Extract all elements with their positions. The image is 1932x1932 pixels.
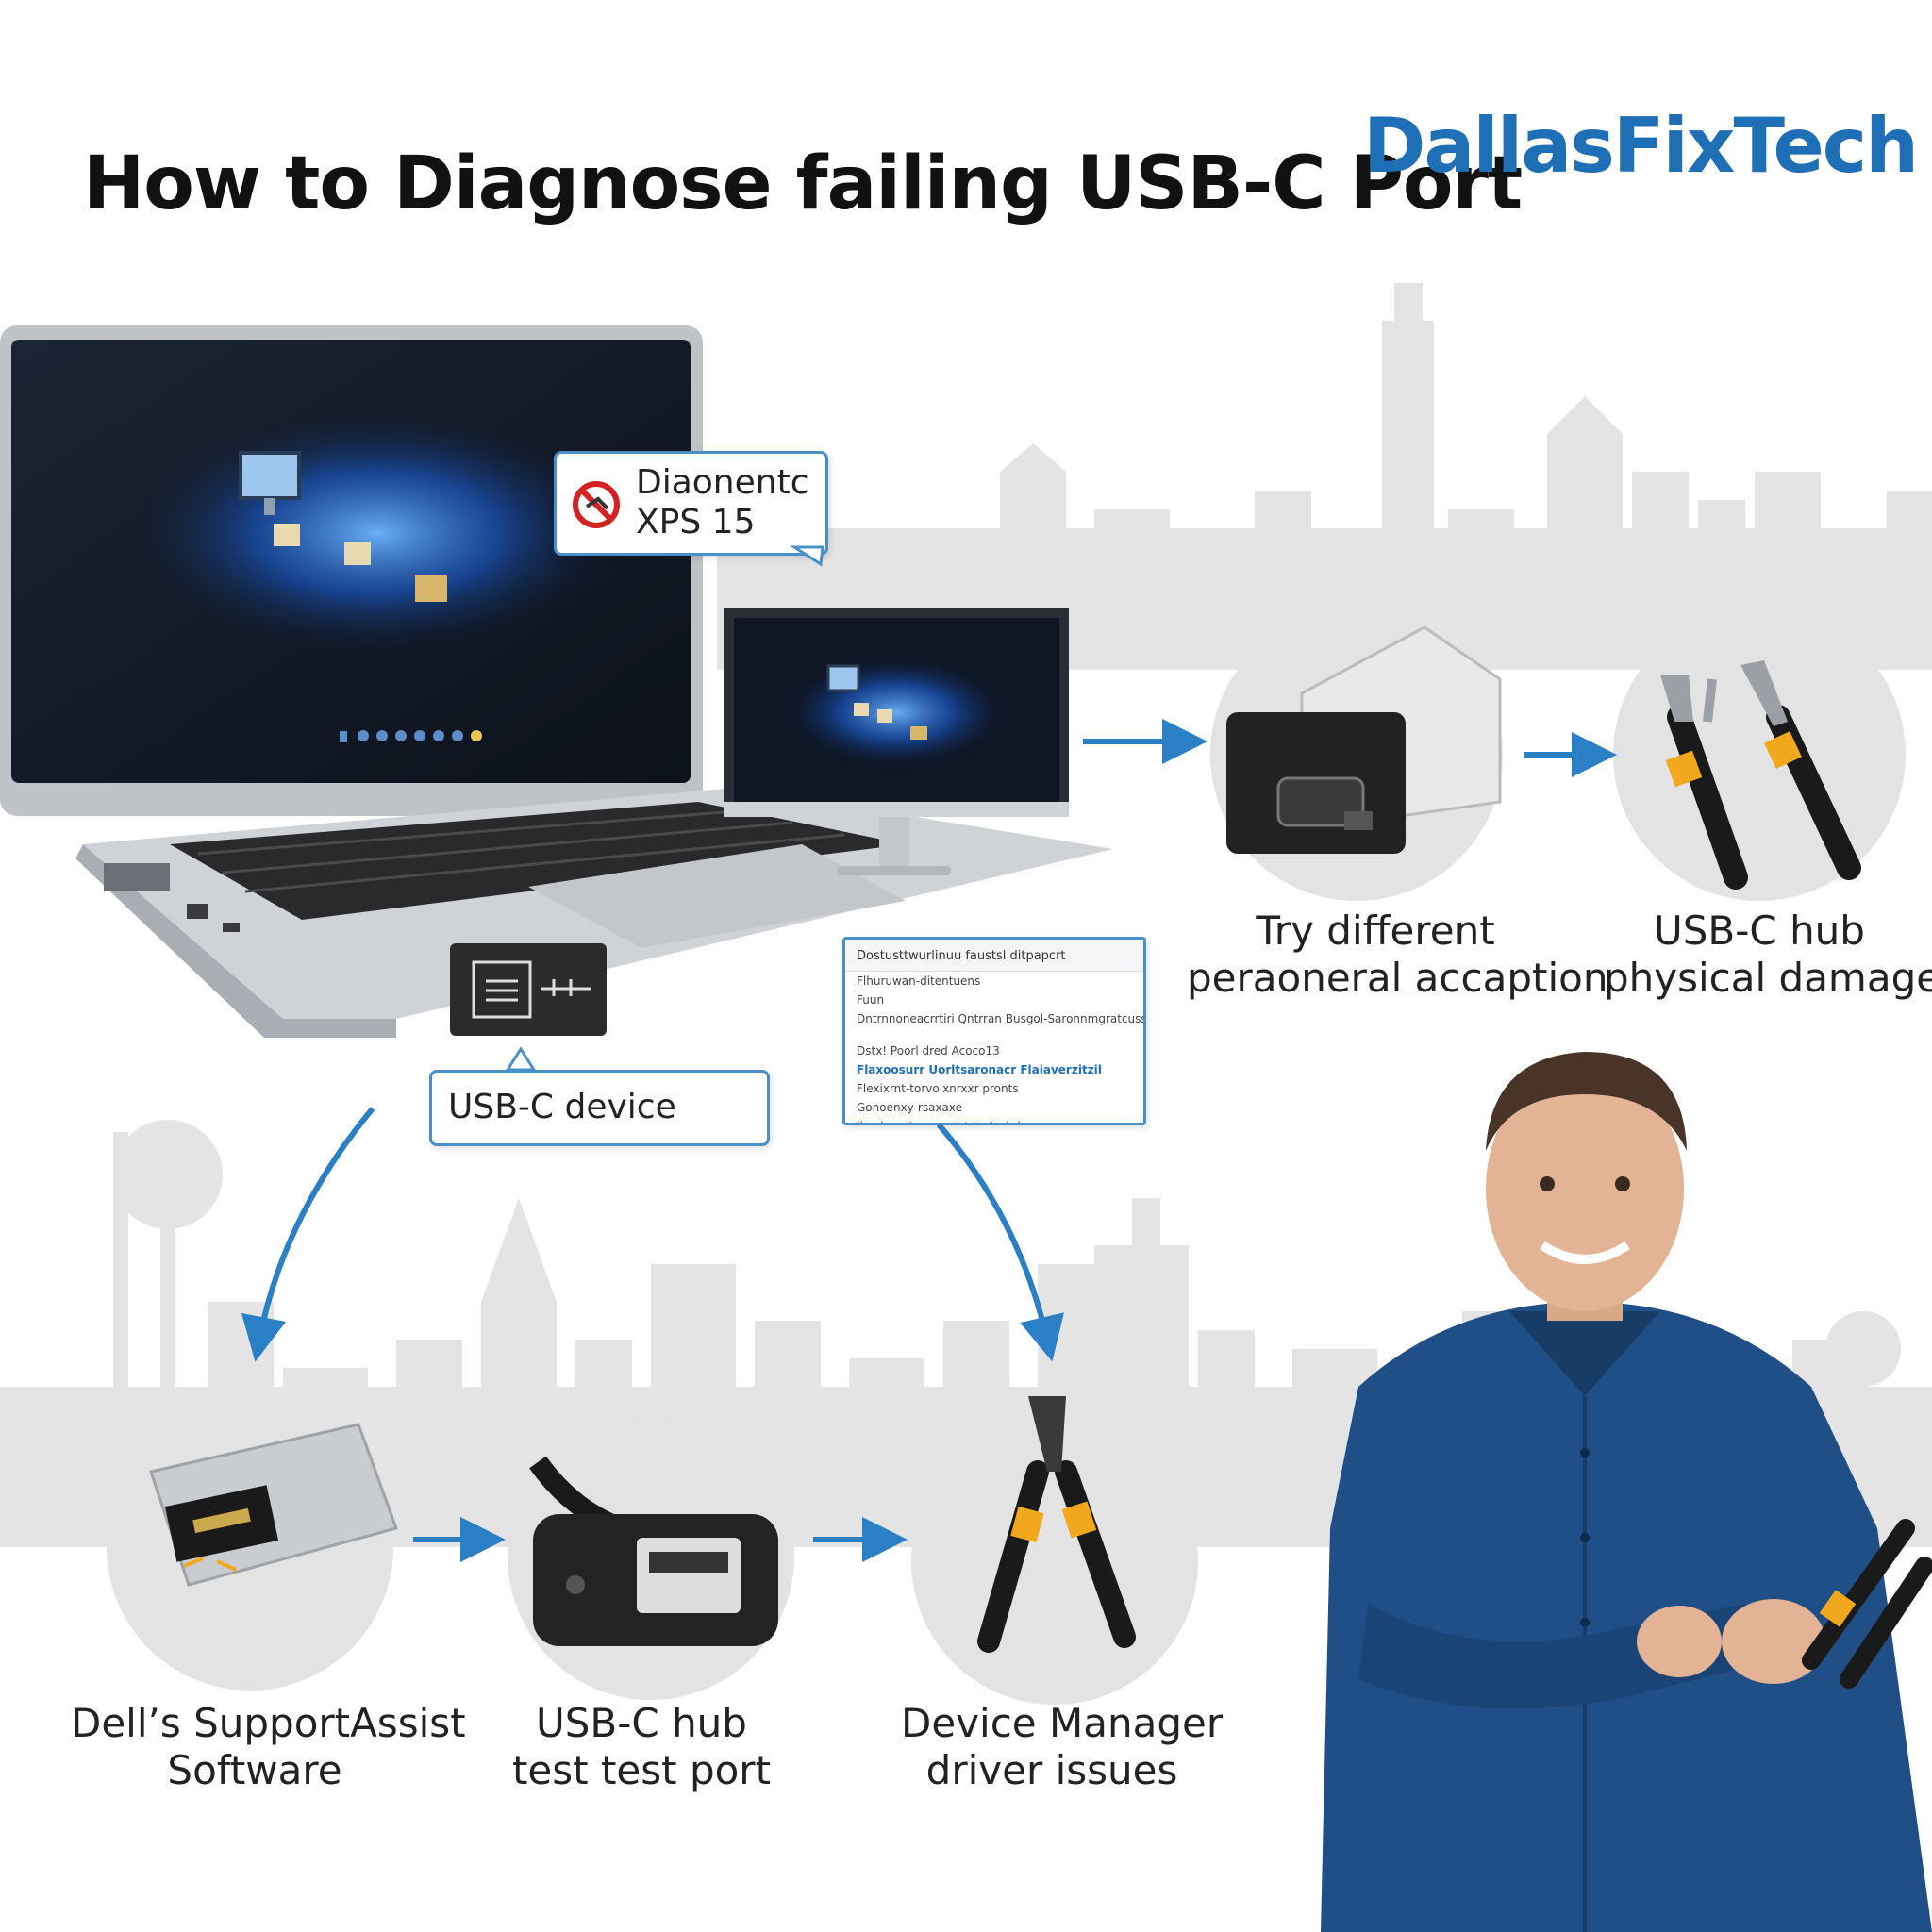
step-label-line: USB-C hub — [1654, 908, 1865, 954]
diagnostic-panel-header: Dostusttwurlinuu faustsl ditpapcrt — [845, 940, 1143, 972]
arrow-curve-right — [936, 1123, 1064, 1362]
step-label-different-peripheral: Try different peraoneral accaption — [1187, 908, 1608, 1002]
step-label-test-port: USB-C hub test test port — [500, 1700, 783, 1794]
diagnostic-panel: Dostusttwurlinuu faustsl ditpapcrt Flhur… — [842, 937, 1146, 1125]
step-label-supportassist: Dell’s SupportAssist Software — [71, 1700, 466, 1794]
step-label-line: Software — [167, 1747, 342, 1793]
diagnostic-row: Dntrnnoneacrrtiri Qntrran Busgol-Saronnm… — [857, 1012, 1146, 1025]
step-label-line: Dell’s SupportAssist — [71, 1700, 466, 1746]
laptop-model-line1: Diaonentc — [636, 463, 809, 502]
step-label-line: physical damage — [1604, 955, 1932, 1001]
usb-device-label: USB-C device — [448, 1088, 676, 1126]
laptop-model-callout: Diaonentc XPS 15 — [554, 451, 828, 556]
laptop-model-line2: XPS 15 — [636, 503, 756, 541]
step-label-line: Try different — [1256, 908, 1495, 954]
diagnostic-row: Ilvrsinnyrt opvernirt txxtedrd — [845, 1117, 1143, 1123]
step-label-line: Device Manager — [901, 1700, 1224, 1746]
page-title: How to Diagnose failing USB-C Port — [83, 142, 1523, 226]
step-circle-port — [107, 1404, 398, 1690]
brand-logo: DallasFixTech — [1363, 102, 1919, 190]
diagnostic-row: Dstx! Poorl dred Acoco13 — [857, 1044, 1000, 1058]
usb-symbol-icon — [472, 960, 591, 1019]
diagnostic-row: Flaxoosurr Uorltsaronacr Flaiaverzitzil — [857, 1063, 1102, 1076]
step-label-line: USB-C hub — [536, 1700, 747, 1746]
step-label-line: driver issues — [925, 1747, 1178, 1793]
step-circle-hub — [508, 1413, 794, 1700]
usb-device-callout: USB-C device — [429, 1070, 770, 1146]
step-label-physical-damage: USB-C hub physical damage — [1604, 908, 1932, 1002]
diagnostic-row: Fuun — [857, 993, 885, 1007]
step-circle-pliers-bottom — [911, 1396, 1198, 1705]
usb-symbol-badge — [450, 943, 607, 1036]
diagnostic-row: Gonoenxy-rsaxaxe — [857, 1101, 963, 1114]
diagnostic-row: Flexixrnt-torvoixnrxxr pronts — [857, 1082, 1019, 1095]
arrow-curve-left — [241, 1107, 375, 1362]
step-label-line: peraoneral accaption — [1187, 955, 1608, 1001]
diagnostic-row: Flhuruwan-ditentuens — [857, 974, 981, 988]
step-circle-peripheral-adapter — [1210, 608, 1503, 901]
step-label-device-manager: Device Manager driver issues — [901, 1700, 1224, 1794]
prohibited-icon — [573, 481, 620, 528]
step-label-line: test test port — [511, 1747, 772, 1793]
step-circle-pliers-top — [1613, 608, 1906, 901]
